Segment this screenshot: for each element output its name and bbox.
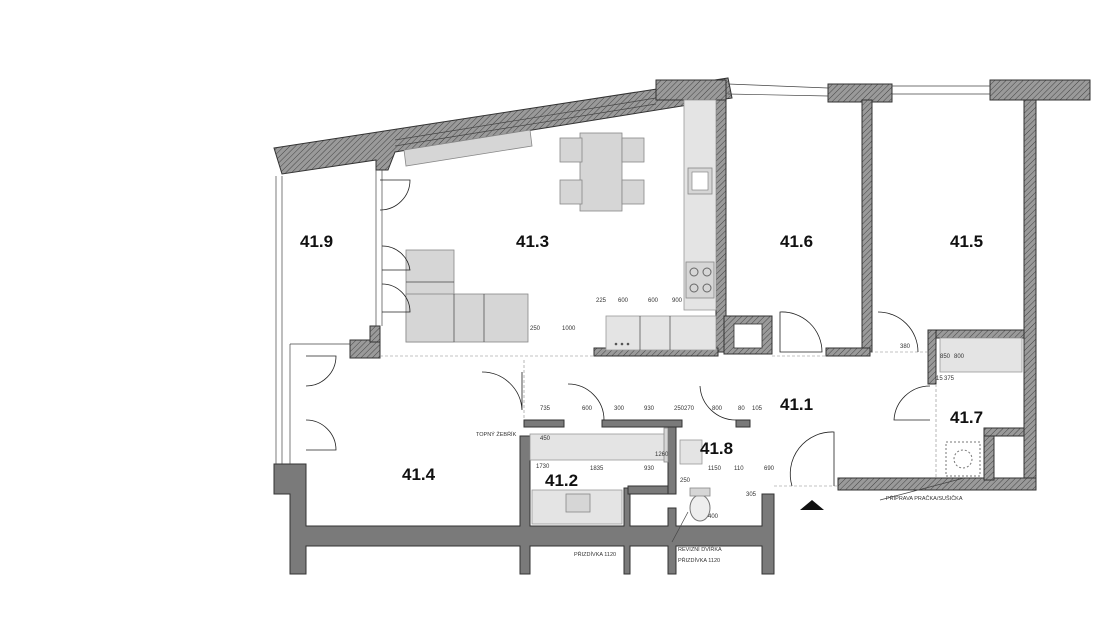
dimension: 600 [582, 406, 593, 412]
dimension: 1835 [590, 466, 604, 472]
door-41-9 [379, 179, 411, 211]
dimension: 735 [540, 406, 551, 412]
door-41-2 [567, 383, 605, 421]
dimension: 450 [540, 436, 551, 442]
dining-table [579, 132, 623, 212]
furniture [403, 99, 1023, 525]
leader-line [671, 511, 689, 543]
partition-41-7-bottom [837, 477, 1037, 491]
dimension: 600 [618, 298, 629, 304]
kitchen-niche-wall [601, 419, 683, 428]
partition-41-6-41-5 [861, 99, 873, 353]
room-label-41-8: 41.8 [700, 439, 733, 458]
door-41-6 [779, 311, 823, 353]
dimension: 380 [900, 344, 911, 350]
dimension: 400 [708, 514, 719, 520]
dimension: 850 [940, 354, 951, 360]
doors [305, 179, 931, 487]
facade-wall-right [989, 79, 1091, 101]
dimension: 250 [530, 326, 541, 332]
dimension: 600 [648, 298, 659, 304]
dimension: 250 [680, 478, 691, 484]
dimension: 800 [712, 406, 723, 412]
door-41-4 [481, 371, 523, 411]
note-washer-dryer-prep: PŘÍPRAVA PRAČKA/SUŠIČKA [886, 494, 963, 502]
note-access-panel: REVIZNÍ DVÍŘKA [678, 545, 722, 553]
facade-wall-segment [827, 83, 893, 103]
dimension: 270 [684, 406, 695, 412]
exterior-walls-top [273, 77, 1091, 175]
room-label-41-3: 41.3 [516, 232, 549, 251]
room-label-41-6: 41.6 [780, 232, 813, 251]
partition-living-bottom-left [349, 339, 381, 359]
dimension-labels: 225 600 600 900 250 1000 735 600 300 930… [530, 298, 965, 520]
slanted-facade-wall [273, 77, 733, 175]
door-41-7 [893, 385, 931, 421]
room-label-41-7: 41.7 [950, 408, 983, 427]
dimension: 15 [936, 376, 943, 382]
door-41-9-c [381, 283, 411, 313]
storage-cabinet [939, 337, 1023, 373]
cooktop [685, 261, 715, 299]
room-label-41-4: 41.4 [402, 465, 436, 484]
bath-tub-area [529, 433, 667, 461]
dimension: 110 [734, 466, 744, 472]
dimension: 930 [644, 466, 655, 472]
dimension: 80 [738, 406, 745, 412]
partition-right-exterior [1023, 99, 1037, 491]
kitchen-island-counter [605, 315, 717, 351]
room-label-41-2: 41.2 [545, 471, 578, 490]
chair [559, 137, 583, 163]
room-label-41-5: 41.5 [950, 232, 983, 251]
dimension: 930 [644, 406, 655, 412]
chair [559, 179, 583, 205]
note-heated-towel-rail: TOPNÝ ŽEBŘÍK [476, 430, 517, 438]
heated-towel-rail [663, 427, 669, 463]
dimension: 1150 [708, 466, 722, 472]
interior-partitions [349, 99, 1037, 491]
chair [621, 137, 645, 163]
chair [621, 179, 645, 205]
door-41-9-b [381, 245, 411, 271]
door-41-8 [699, 385, 737, 421]
dimension: 1000 [562, 326, 576, 332]
dimension: 800 [954, 354, 965, 360]
door-41-5 [877, 311, 919, 353]
dimension: 690 [764, 466, 775, 472]
entrance-door [789, 431, 835, 487]
dimension: 225 [596, 298, 607, 304]
leader-line [879, 477, 965, 501]
dimension: 300 [614, 406, 625, 412]
room-label-41-9: 41.9 [300, 232, 333, 251]
exterior-walls-bottom [273, 419, 775, 575]
door-41-9-lower [305, 355, 337, 387]
dimension: 250 [674, 406, 685, 412]
threshold-lines [380, 351, 937, 487]
facade-wall-corner [655, 79, 727, 101]
partition-41-3-41-6 [715, 99, 727, 353]
washbasin [565, 493, 591, 513]
toilet [689, 494, 711, 522]
note-wall-lining-left: PŘIZDÍVKA 1120 [574, 550, 616, 558]
dimension: 1260 [655, 452, 669, 458]
dimension: 375 [944, 376, 955, 382]
dimension: 1730 [536, 464, 550, 470]
partition-41-6-bottom [825, 347, 871, 357]
room-label-41-1: 41.1 [780, 395, 813, 414]
lower-structural-wall [273, 435, 775, 575]
note-wall-lining-right: PŘIZDÍVKA 1120 [678, 556, 720, 564]
entrance-arrow-icon [800, 500, 824, 510]
door-41-9-lower-b [305, 419, 337, 451]
sofa-seat [405, 293, 529, 343]
dimension: 105 [752, 406, 763, 412]
bathroom-partition [667, 425, 677, 495]
washer-dryer-prep [945, 441, 981, 477]
partition-41-7-top [927, 329, 1025, 339]
dimension: 305 [746, 492, 757, 498]
small-sink [679, 439, 703, 465]
dimension: 900 [672, 298, 683, 304]
window-bench [403, 129, 533, 167]
balcony-glazing [275, 170, 383, 464]
